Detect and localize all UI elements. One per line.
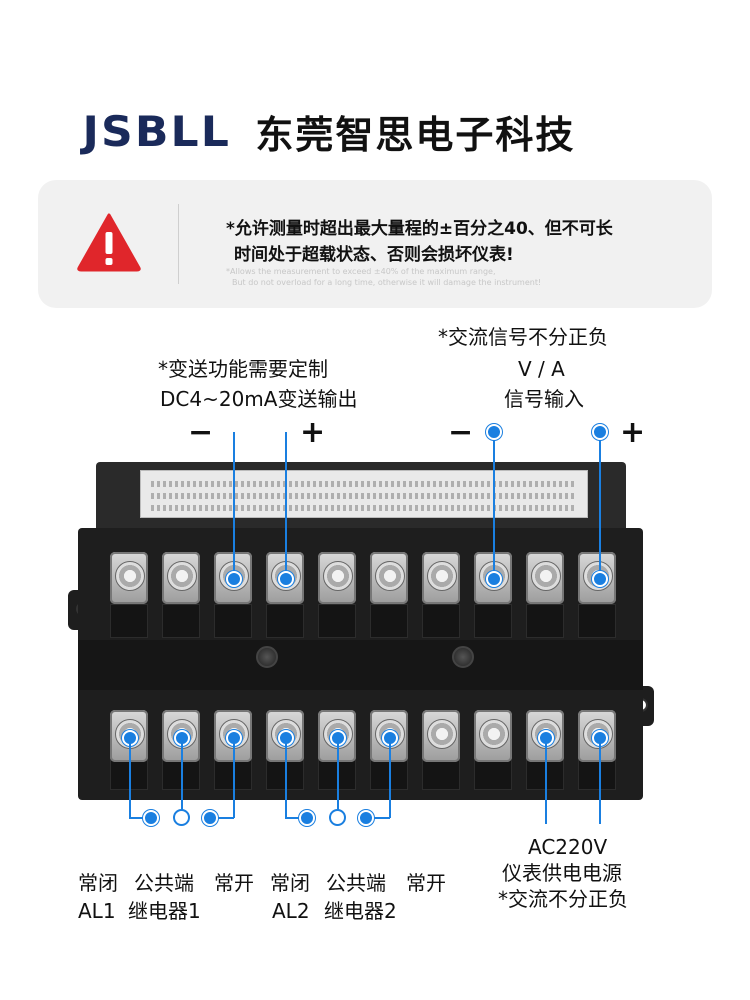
relay2-no-line [389, 738, 391, 818]
terminal-post [526, 604, 564, 638]
signal-minus-marker [486, 424, 502, 440]
terminal-separator [78, 640, 643, 690]
relay2-com-label: 公共端 [326, 871, 386, 895]
relay1-com-line [181, 738, 183, 810]
terminal-post [266, 604, 304, 638]
terminal-post [370, 604, 408, 638]
relay2-nc-marker [299, 810, 315, 826]
signal-input-label: 信号输入 [504, 387, 584, 411]
warning-en-line-2: But do not overload for a long time, oth… [232, 278, 542, 287]
terminal-screw-bottom-8[interactable] [474, 710, 512, 762]
transmit-output-label: DC4~20mA变送输出 [160, 387, 358, 411]
relay2-com-marker [329, 809, 346, 826]
terminal-screw-top-1[interactable] [110, 552, 148, 604]
relay1-nc-marker [143, 810, 159, 826]
brand-logo: JSBLL [82, 107, 231, 156]
terminal-marker-top-10 [592, 571, 608, 587]
terminal-post [214, 604, 252, 638]
signal-plus-marker [592, 424, 608, 440]
terminal-screw-bottom-7[interactable] [422, 710, 460, 762]
warning-text: *允许测量时超出最大量程的±百分之40、但不可长 时间处于超载状态、否则会损坏仪… [226, 216, 613, 268]
relay1-no-label: 常开 [214, 871, 254, 895]
relay2-no-marker [358, 810, 374, 826]
relay1-label: 继电器1 [128, 899, 201, 923]
relay2-nc-line [285, 738, 287, 818]
power-line-2 [599, 738, 601, 824]
relay1-com-marker [173, 809, 190, 826]
terminal-screw-top-6[interactable] [370, 552, 408, 604]
power-line-1 [545, 738, 547, 824]
terminal-screw-top-5[interactable] [318, 552, 356, 604]
signal-minus-sign: − [448, 415, 474, 450]
terminal-screw-bottom-3[interactable] [214, 710, 252, 762]
ac-signal-note: *交流信号不分正负 [438, 325, 608, 349]
terminal-screw-top-3[interactable] [214, 552, 252, 604]
warning-icon [77, 213, 141, 272]
relay2-no-hline [368, 817, 390, 819]
terminal-marker-top-3 [226, 571, 242, 587]
warning-line-2: 时间处于超载状态、否则会损坏仪表! [234, 245, 514, 265]
relay1-no-marker [202, 810, 218, 826]
relay1-com-label: 公共端 [134, 871, 194, 895]
warning-en-line-1: *Allows the measurement to exceed ±40% o… [226, 267, 496, 276]
signal-minus-line [493, 432, 495, 580]
signal-plus-sign: + [620, 415, 646, 450]
relay2-nc-label: 常闭 [270, 871, 310, 895]
terminal-post [162, 604, 200, 638]
relay2-com-line [337, 738, 339, 810]
relay1-nc-label: 常闭 [78, 871, 118, 895]
power-voltage-label: AC220V [528, 835, 608, 859]
al1-label: AL1 [78, 899, 116, 923]
warning-english: *Allows the measurement to exceed ±40% o… [226, 266, 541, 288]
transmit-plus-line [285, 432, 287, 580]
relay2-label: 继电器2 [324, 899, 397, 923]
terminal-marker-top-4 [278, 571, 294, 587]
al2-label: AL2 [272, 899, 310, 923]
terminal-post [318, 604, 356, 638]
transmit-plus-sign: + [300, 415, 326, 450]
terminal-post [422, 604, 460, 638]
device-label-sticker [140, 470, 588, 518]
terminal-post [578, 604, 616, 638]
terminal-post [474, 604, 512, 638]
center-screw-left [256, 646, 278, 668]
power-source-label: 仪表供电电源 [502, 861, 622, 885]
relay1-no-hline [212, 817, 234, 819]
relay1-nc-line [129, 738, 131, 818]
terminal-screw-top-9[interactable] [526, 552, 564, 604]
terminal-post [110, 604, 148, 638]
transmit-minus-line [233, 432, 235, 580]
warning-box: *允许测量时超出最大量程的±百分之40、但不可长 时间处于超载状态、否则会损坏仪… [38, 180, 712, 308]
center-screw-right [452, 646, 474, 668]
relay1-nc-hline [129, 817, 149, 819]
company-name: 东莞智思电子科技 [255, 113, 576, 157]
terminal-screw-top-2[interactable] [162, 552, 200, 604]
transmit-minus-sign: − [188, 415, 214, 450]
terminal-marker-top-8 [486, 571, 502, 587]
relay2-nc-hline [285, 817, 305, 819]
transmit-note: *变送功能需要定制 [158, 357, 328, 381]
warning-divider [178, 204, 179, 284]
warning-line-1: *允许测量时超出最大量程的±百分之40、但不可长 [226, 219, 613, 239]
brand-header: JSBLL 东莞智思电子科技 [82, 104, 576, 159]
terminal-screw-top-7[interactable] [422, 552, 460, 604]
power-polarity-note: *交流不分正负 [498, 887, 628, 911]
relay2-no-label: 常开 [406, 871, 446, 895]
signal-plus-line [599, 432, 601, 580]
relay1-no-line [233, 738, 235, 818]
va-label: V / A [518, 357, 565, 381]
